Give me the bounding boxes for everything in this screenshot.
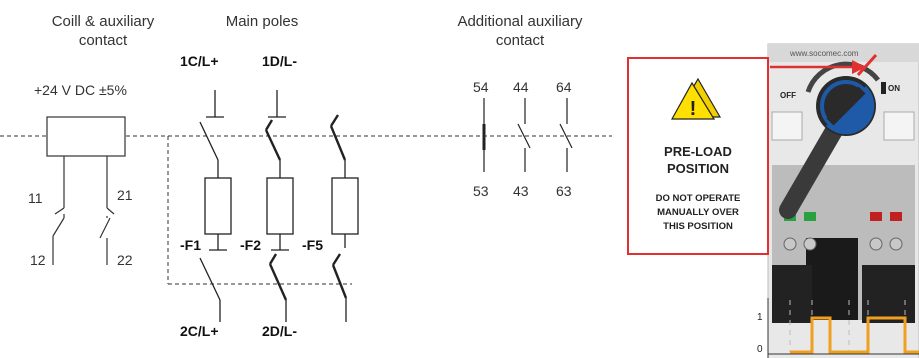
timing-chart (767, 298, 919, 358)
preload-marker (856, 53, 878, 77)
pole-2c-label: 2C/L+ (180, 323, 219, 339)
warning-title-line2: POSITION (666, 161, 730, 176)
aux-53-label: 53 (473, 183, 489, 199)
off-label: OFF (780, 91, 796, 100)
warning-title-line1: PRE-LOAD (664, 144, 732, 159)
fuse-f2-label: -F2 (240, 237, 261, 253)
coil-header-line1: Coill & auxiliary (51, 13, 155, 30)
aux-54-label: 54 (473, 79, 489, 95)
warning-note-line3: THIS POSITION (663, 221, 733, 232)
terminal-11: 11 (28, 190, 43, 206)
additional-header-line2: contact (495, 32, 545, 49)
device-brand-text: www.socomec.com (789, 49, 859, 58)
coil-box (46, 116, 126, 157)
main-poles-header: Main poles (225, 13, 299, 30)
pole-1c-label: 1C/L+ (180, 53, 219, 69)
coil-contact-21-22 (99, 156, 115, 265)
pole-1d-label: 1D/L- (262, 53, 297, 69)
aux-43-label: 43 (513, 183, 529, 199)
coil-contact-11-12 (52, 156, 65, 265)
warning-note-line2: MANUALLY OVER (657, 207, 739, 218)
pole-2d-label: 2D/L- (262, 323, 297, 339)
terminal-22: 22 (117, 252, 133, 268)
pointer-arrow-head (852, 60, 866, 74)
aux-64-label: 64 (556, 79, 572, 95)
aux-63-label: 63 (556, 183, 572, 199)
additional-header: Additional auxiliary contact (430, 12, 610, 50)
pole-2-switch (264, 90, 294, 322)
pole-1-switch (199, 90, 232, 322)
terminal-21: 21 (117, 187, 133, 203)
timing-y-label-0: 0 (757, 344, 763, 355)
aux-contact-44-43 (517, 98, 531, 172)
warning-triangle-icon: ! (670, 77, 722, 120)
coil-header: Coill & auxiliary contact (28, 12, 178, 50)
pole-3-switch (329, 114, 359, 322)
coil-voltage: +24 V DC ±5% (34, 82, 127, 98)
timing-y-label-1: 1 (757, 312, 763, 323)
on-label: ON (888, 84, 900, 93)
timing-signal-line (790, 316, 919, 354)
aux-contact-64-63 (559, 98, 573, 172)
terminal-12: 12 (30, 252, 46, 268)
coil-header-line2: contact (78, 32, 128, 49)
svg-text:!: ! (690, 98, 697, 120)
aux-44-label: 44 (513, 79, 529, 95)
fuse-f5-label: -F5 (302, 237, 323, 253)
preload-warning-box: ! PRE-LOAD POSITION DO NOT OPERATE MANUA… (627, 57, 769, 255)
additional-header-line1: Additional auxiliary (457, 13, 583, 30)
warning-note-line1: DO NOT OPERATE (655, 193, 741, 204)
fuse-f1-label: -F1 (180, 237, 201, 253)
switch-device-illustration: www.socomec.com OFF ON (767, 43, 919, 358)
